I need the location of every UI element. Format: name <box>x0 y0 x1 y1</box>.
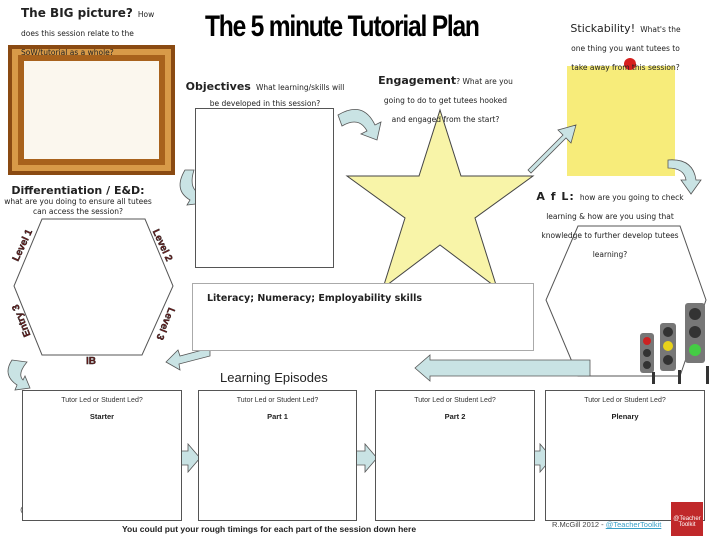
learning-episodes-title: Learning Episodes <box>220 370 328 385</box>
episode-plenary[interactable]: Tutor Led or Student Led?Plenary <box>545 390 705 521</box>
curved-arrow-icon <box>7 359 31 391</box>
episode-part-1[interactable]: Tutor Led or Student Led?Part 1 <box>198 390 357 521</box>
afl-prompt: A f L: how are you going to check learni… <box>536 190 684 259</box>
stickability-prompt: Stickability! What's the one thing you w… <box>570 22 681 72</box>
teachertoolkit-link[interactable]: @TeacherToolkit <box>605 520 662 529</box>
teachertoolkit-logo: @Teacher Toolkit <box>671 502 703 536</box>
objectives-prompt: Objectives What learning/skills will be … <box>185 80 345 108</box>
traffic-lights-icon <box>640 303 709 384</box>
pin-icon <box>624 58 636 70</box>
left-arrow-icon <box>414 354 591 382</box>
page-title: The 5 minute Tutorial Plan <box>205 10 480 43</box>
curved-arrow-icon <box>667 159 702 195</box>
diag-arrow-icon <box>165 347 211 371</box>
sticky-note <box>567 66 675 176</box>
episode-part-2[interactable]: Tutor Led or Student Led?Part 2 <box>375 390 535 521</box>
ib-label: IB <box>86 356 96 367</box>
credit: R.McGill 2012 - @TeacherToolkit <box>552 520 662 529</box>
star-shape <box>345 108 535 290</box>
literacy-box[interactable]: Literacy; Numeracy; Employability skills <box>192 283 534 351</box>
up-arrow-icon <box>527 124 577 174</box>
picture-frame-image <box>8 45 175 175</box>
timings-note: You could put your rough timings for eac… <box>122 524 417 534</box>
big-picture-prompt: The BIG picture? How does this session r… <box>21 6 155 57</box>
objectives-box[interactable] <box>195 108 334 268</box>
differentiation-hexagon <box>13 218 174 356</box>
curved-arrow-icon <box>337 108 382 141</box>
episode-starter[interactable]: Tutor Led or Student Led?Starter <box>22 390 182 521</box>
engagement-prompt: Engagement? What are you going to do to … <box>378 74 513 124</box>
differentiation-prompt: Differentiation / E&D:what are you doing… <box>4 184 152 216</box>
